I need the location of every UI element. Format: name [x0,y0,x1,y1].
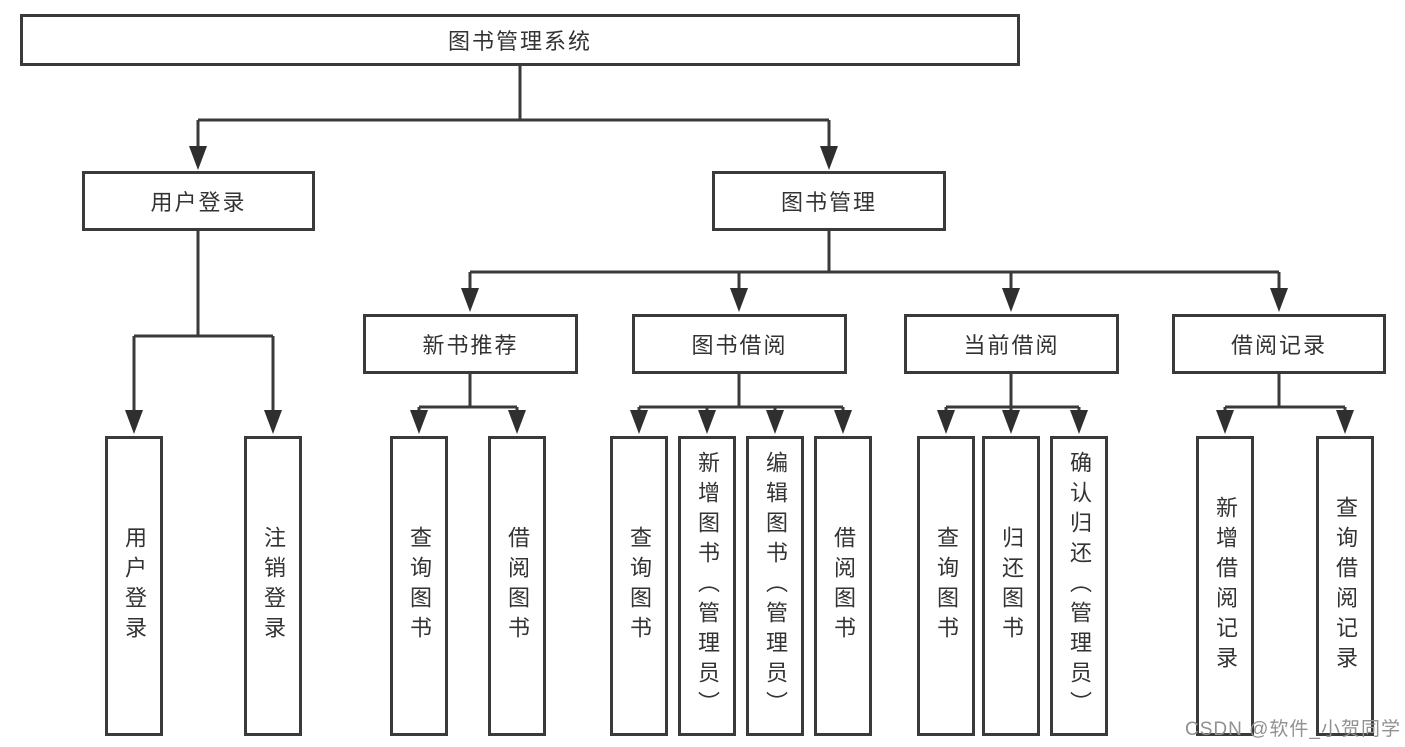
leaf-logout-label: 注销登录 [261,526,286,646]
leaf-edit-books-admin-label: 编辑图书（管理员） [763,451,788,721]
leaf-confirm-return-admin-label: 确认归还（管理员） [1067,451,1092,721]
leaf-query-books-current: 查询图书 [917,436,975,736]
leaf-query-books-borrowing: 查询图书 [610,436,668,736]
node-current-borrowing-label: 当前借阅 [963,333,1060,358]
node-book-borrowing-label: 图书借阅 [691,333,788,358]
leaf-query-borrow-record: 查询借阅记录 [1316,436,1374,736]
leaf-query-borrow-record-label: 查询借阅记录 [1333,496,1358,676]
leaf-return-books: 归还图书 [982,436,1040,736]
leaf-borrow-books-borrowing: 借阅图书 [814,436,872,736]
node-new-book-recommendation-label: 新书推荐 [422,333,519,358]
leaf-query-books-borrowing-label: 查询图书 [627,526,652,646]
node-new-book-recommendation: 新书推荐 [363,314,578,374]
leaf-add-books-admin: 新增图书（管理员） [678,436,736,736]
leaf-logout: 注销登录 [244,436,302,736]
leaf-return-books-label: 归还图书 [999,526,1024,646]
leaf-borrow-books-recommend: 借阅图书 [488,436,546,736]
node-book-management-label: 图书管理 [780,190,877,215]
node-borrowing-records: 借阅记录 [1172,314,1386,374]
leaf-query-books-recommend: 查询图书 [390,436,448,736]
leaf-confirm-return-admin: 确认归还（管理员） [1050,436,1108,736]
node-user-login: 用户登录 [82,171,315,231]
leaf-borrow-books-recommend-label: 借阅图书 [505,526,530,646]
leaf-edit-books-admin: 编辑图书（管理员） [746,436,804,736]
leaf-user-login-label: 用户登录 [122,526,147,646]
leaf-add-borrow-record: 新增借阅记录 [1196,436,1254,736]
watermark: CSDN @软件_小贺同学 [1185,719,1401,740]
leaf-borrow-books-borrowing-label: 借阅图书 [831,526,856,646]
node-current-borrowing: 当前借阅 [904,314,1119,374]
leaf-query-books-recommend-label: 查询图书 [407,526,432,646]
node-root: 图书管理系统 [20,14,1020,66]
leaf-add-books-admin-label: 新增图书（管理员） [695,451,720,721]
node-user-login-label: 用户登录 [150,190,247,215]
node-borrowing-records-label: 借阅记录 [1230,333,1327,358]
leaf-add-borrow-record-label: 新增借阅记录 [1213,496,1238,676]
node-root-label: 图书管理系统 [447,29,592,54]
node-book-borrowing: 图书借阅 [632,314,847,374]
leaf-user-login: 用户登录 [105,436,163,736]
leaf-query-books-current-label: 查询图书 [934,526,959,646]
node-book-management: 图书管理 [712,171,946,231]
